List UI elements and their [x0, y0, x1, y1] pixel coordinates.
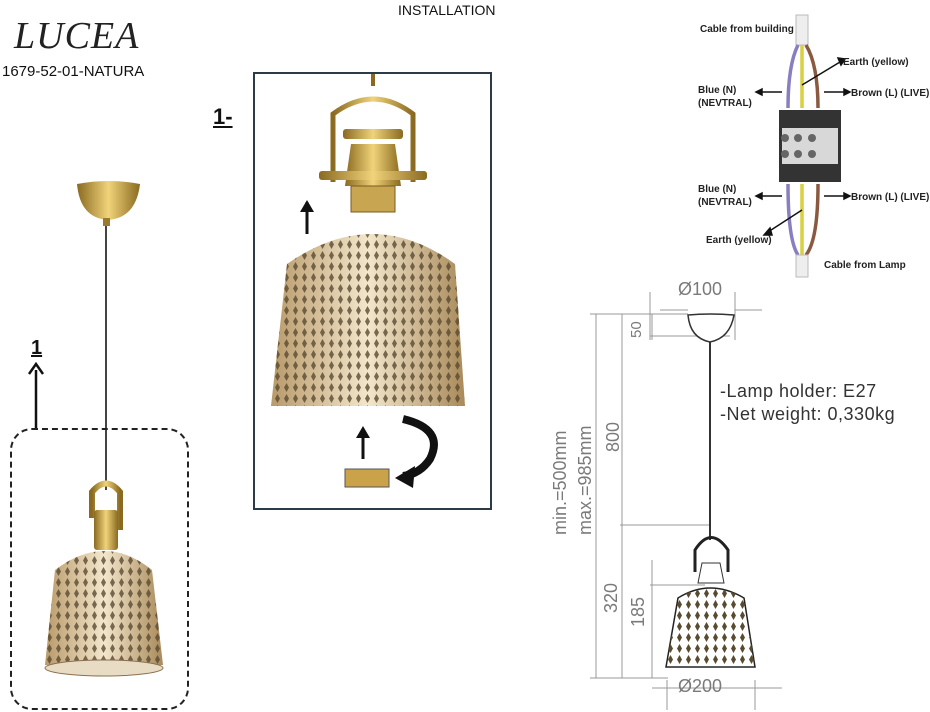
- dim-range-min: min.=500mm: [550, 430, 570, 535]
- label-earth-top: Earth (yellow): [843, 57, 909, 68]
- dim-cord-length: 800: [603, 421, 623, 452]
- exploded-lamp-illustration: [271, 74, 465, 488]
- label-brown-top: Brown (L) (LIVE): [851, 88, 930, 99]
- spec-net-weight: -Net weight: 0,330kg: [720, 404, 896, 424]
- label-cable-from-lamp: Cable from Lamp: [824, 260, 906, 271]
- step-marker: 1: [31, 337, 43, 359]
- dimension-drawing: [590, 292, 782, 710]
- label-neutral-bottom: (NEVTRAL): [698, 197, 752, 208]
- label-blue-top: Blue (N): [698, 85, 737, 96]
- arrow-up-icon: [27, 362, 45, 430]
- dim-canopy-height: 50: [628, 321, 645, 338]
- dim-range-max: max.=985mm: [575, 425, 595, 535]
- step-label: 1-: [213, 104, 233, 129]
- brand-logo: LUCEA: [14, 15, 140, 57]
- product-code: 1679-52-01-NATURA: [2, 63, 145, 80]
- label-earth-bottom: Earth (yellow): [706, 235, 772, 246]
- dim-canopy-diameter: Ø100: [678, 279, 723, 299]
- dim-lamp-height: 320: [601, 582, 621, 613]
- label-cable-from-building: Cable from building: [700, 24, 794, 35]
- page-title: INSTALLATION: [398, 2, 496, 18]
- label-brown-bottom: Brown (L) (LIVE): [851, 192, 930, 203]
- highlight-frame: [10, 428, 189, 710]
- spec-lamp-holder: -Lamp holder: E27: [720, 381, 877, 401]
- label-blue-bottom: Blue (N): [698, 184, 737, 195]
- canopy-shape: [77, 181, 140, 220]
- label-neutral-top: (NEVTRAL): [698, 98, 752, 109]
- assembled-lamp-illustration: [44, 181, 164, 677]
- wiring-diagram: [754, 14, 852, 278]
- dim-shade-diameter: Ø200: [678, 676, 723, 696]
- dim-shade-height: 185: [628, 596, 648, 627]
- installation-step-panel: [253, 72, 492, 510]
